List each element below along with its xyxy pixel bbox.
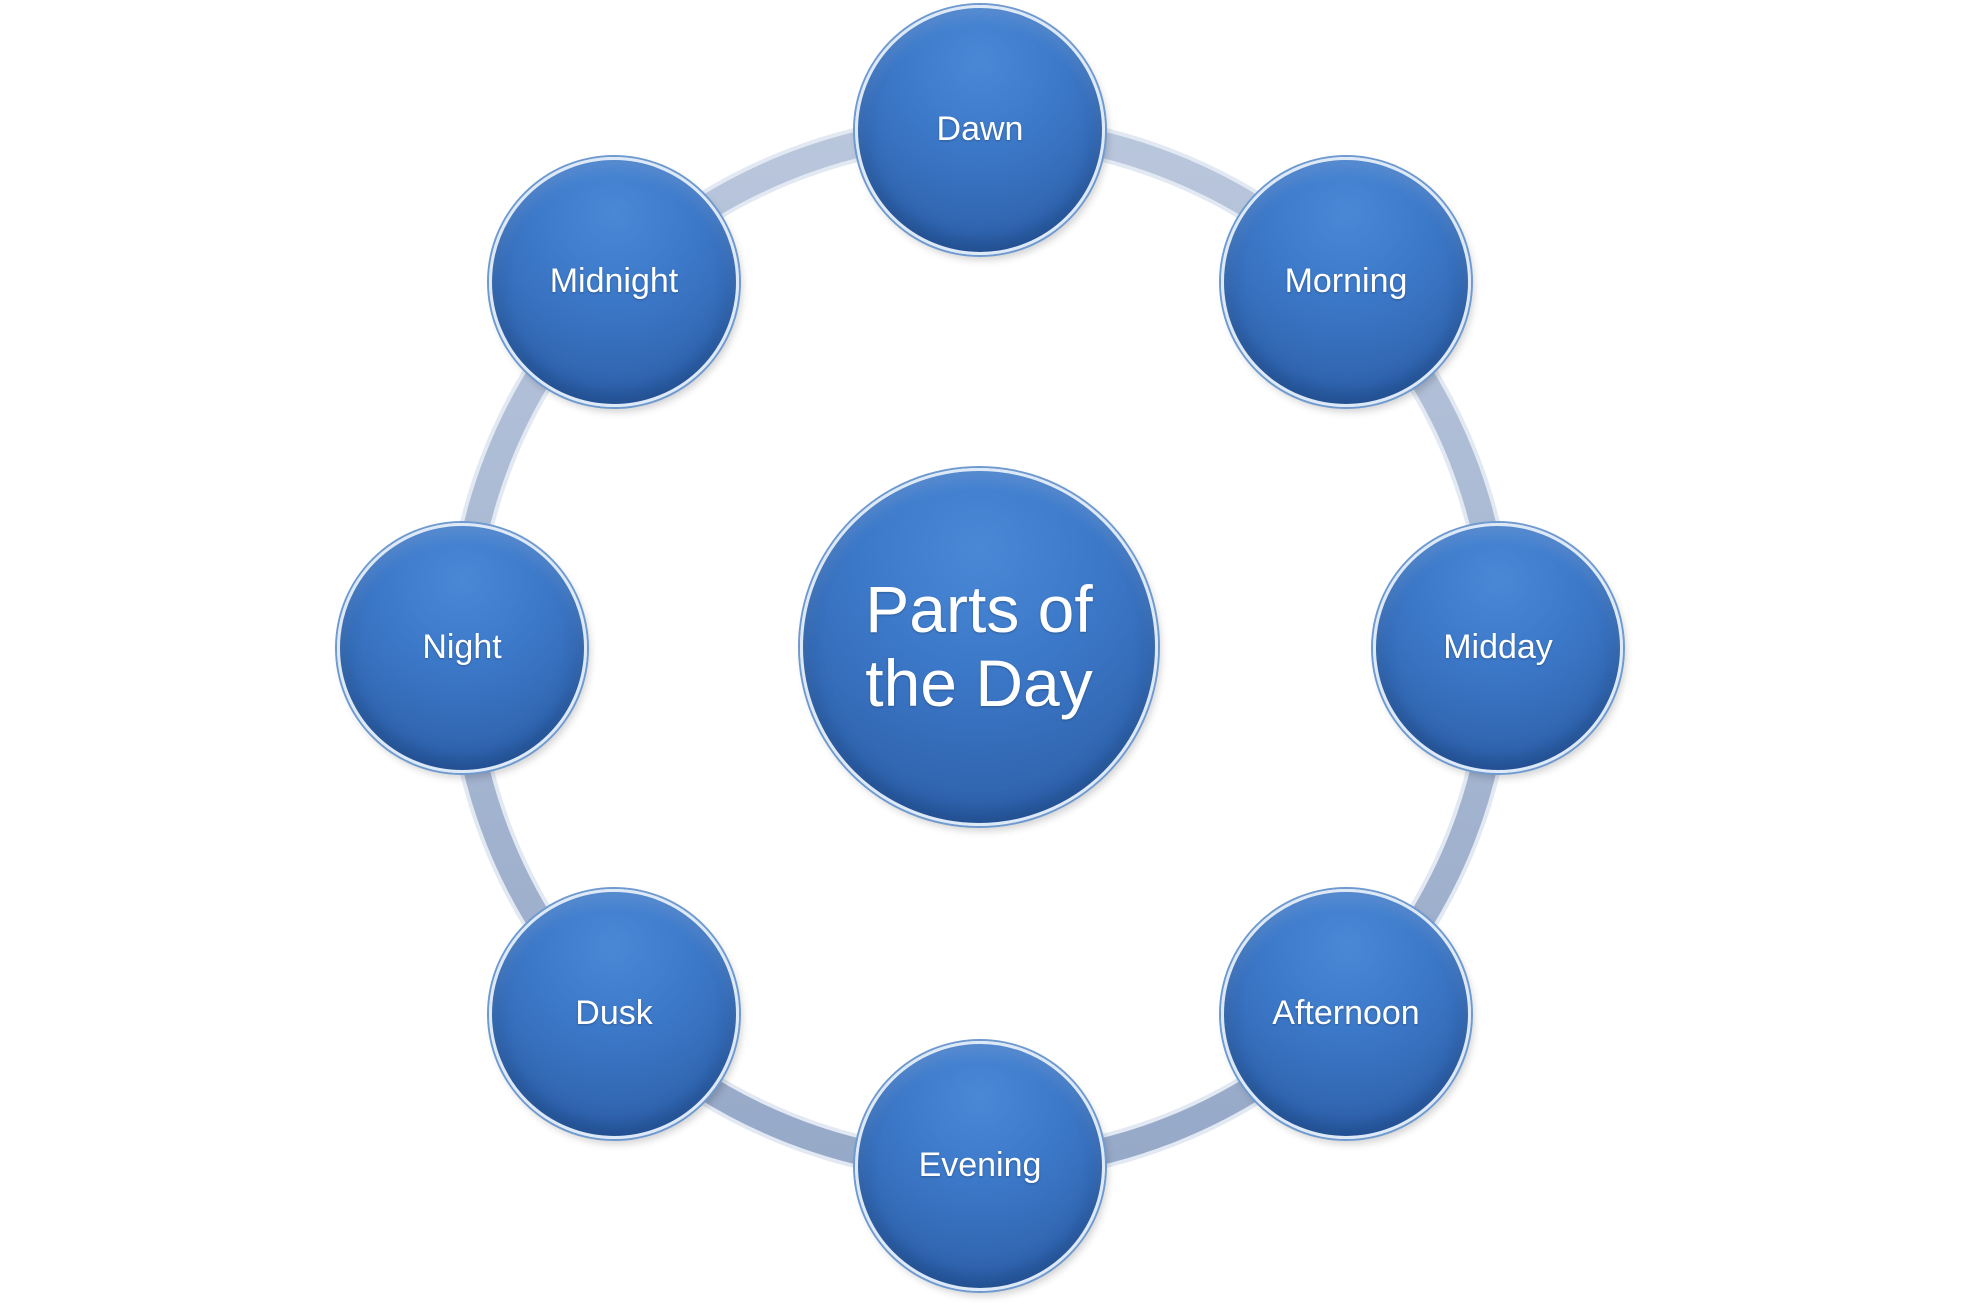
cycle-label-night: Night <box>422 628 502 667</box>
cycle-node-evening: Evening <box>855 1041 1105 1291</box>
cycle-label-midnight: Midnight <box>549 262 679 301</box>
cycle-node-night: Night <box>337 523 587 773</box>
cycle-label-afternoon: Afternoon <box>1272 994 1420 1033</box>
cycle-node-midnight: Midnight <box>489 157 739 407</box>
center-node: Parts of the Day <box>800 468 1158 826</box>
cycle-label-dawn: Dawn <box>936 110 1024 149</box>
cycle-label-midday: Midday <box>1443 628 1553 667</box>
cycle-node-dusk: Dusk <box>489 889 739 1139</box>
cycle-node-morning: Morning <box>1221 157 1471 407</box>
center-label: Parts of the Day <box>865 572 1093 720</box>
cycle-node-afternoon: Afternoon <box>1221 889 1471 1139</box>
cycle-node-dawn: Dawn <box>855 5 1105 255</box>
cycle-label-morning: Morning <box>1284 262 1408 301</box>
cycle-node-midday: Midday <box>1373 523 1623 773</box>
cycle-label-evening: Evening <box>918 1146 1042 1185</box>
cycle-label-dusk: Dusk <box>575 994 653 1033</box>
